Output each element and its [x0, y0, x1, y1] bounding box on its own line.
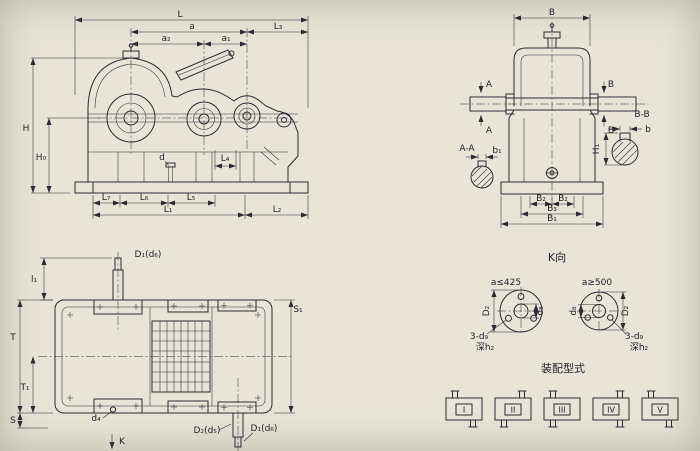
dim-label-d: d	[159, 153, 165, 163]
dim-label-B3: B₃	[547, 204, 557, 214]
side-view: L a L₃ a₂ a₁ H H₀ L₇ L₆	[23, 10, 309, 219]
dim-label-L3: L₃	[274, 22, 283, 32]
assembly-type-label: III	[558, 406, 565, 415]
dim-label-a2: a₂	[161, 34, 171, 44]
assembly-type-label: IV	[607, 406, 615, 415]
dim-label-H: H	[23, 124, 30, 134]
front-view-centerlines	[460, 22, 648, 200]
k-view-right: a≥500 d₈ D₂ 3-d₉ 深h₂	[569, 278, 649, 353]
dim-label-S1: S₁	[293, 305, 303, 315]
k-view-left: a≤425 D₂ d₈ 3-d₉ 深h₂	[470, 278, 546, 353]
assembly-type-1: I	[445, 390, 483, 428]
assembly-type-label: V	[657, 406, 663, 415]
assembly-type-2: II	[494, 390, 532, 428]
plan-view-outline	[54, 299, 273, 414]
condition-label-right: a≥500	[582, 278, 613, 288]
assembly-type-label: II	[511, 406, 516, 415]
plan-view-centerlines	[38, 252, 292, 451]
side-view-outline	[74, 57, 309, 194]
front-view: A A B B B-B b H₁	[459, 8, 651, 228]
holes-label-right: 3-d₉	[625, 332, 644, 342]
dim-label-H0: H₀	[36, 153, 47, 163]
section-title-AA: A-A	[459, 144, 475, 154]
plan-view-dimensions: D₁(d₆) l₁ T T₁ S S₁ d₄ D₂(d₅) D₁(d₆)	[9, 250, 303, 449]
dim-label-H1: H₁	[592, 143, 602, 154]
dim-label-b1: b₁	[492, 146, 502, 156]
dim-label-L: L	[177, 10, 182, 20]
dim-label-d4: d₄	[91, 414, 101, 424]
k-view-title: K向	[548, 250, 566, 264]
section-label-A-top: A	[486, 80, 493, 90]
holes-label-left: 3-d₉	[470, 332, 489, 342]
front-view-dimensions: B B₂ B₂ B₃ B₁	[500, 8, 604, 228]
section-detail-BB: B-B b H₁	[592, 110, 651, 166]
dim-label-d8-left: d₈	[536, 306, 546, 316]
dim-label-B2-right: B₂	[558, 194, 568, 204]
dim-label-L1: L₁	[164, 205, 173, 215]
dim-label-L7: L₇	[102, 193, 111, 203]
dim-label-D2-left: D₂	[482, 305, 492, 316]
side-view-dimensions: L a L₃ a₂ a₁ H H₀ L₇ L₆	[23, 10, 309, 219]
dim-label-B: B	[549, 8, 555, 18]
dim-label-B2-left: B₂	[536, 194, 546, 204]
assembly-types: 装配型式 I II III IV	[445, 361, 679, 428]
assembly-type-5: V	[641, 390, 679, 428]
front-view-outline	[469, 23, 637, 195]
assembly-title: 装配型式	[541, 361, 585, 375]
assembly-type-3: III	[543, 390, 581, 428]
dim-label-B1: B₁	[547, 214, 557, 224]
side-view-centerlines	[98, 28, 292, 155]
dim-label-d8-right: d₈	[569, 306, 579, 316]
plan-shafts	[112, 257, 244, 448]
dim-label-T: T	[9, 333, 16, 343]
section-detail-AA: A-A b₁	[459, 144, 502, 189]
bolt-marks	[67, 302, 261, 413]
dim-label-L5: L₅	[187, 193, 196, 203]
assembly-type-label: I	[463, 406, 465, 415]
condition-label-left: a≤425	[491, 278, 521, 288]
dim-label-L2: L₂	[273, 205, 282, 215]
plan-view: D₁(d₆) l₁ T T₁ S S₁ d₄ D₂(d₅) D₁(d₆)	[9, 250, 303, 451]
depth-label-left: 深h₂	[476, 342, 495, 353]
dim-label-S: S	[10, 416, 16, 426]
bearing-circles	[106, 93, 292, 143]
depth-label-right: 深h₂	[630, 342, 649, 353]
dim-label-D2-right: D₂	[621, 305, 631, 316]
section-label-B-top: B	[608, 80, 614, 90]
label-shaft-top-dia: D₁(d₆)	[135, 250, 162, 260]
view-arrow-label-K: K	[119, 437, 126, 447]
dim-label-L6: L₆	[140, 193, 149, 203]
dim-label-L4: L₄	[221, 154, 230, 164]
dim-label-a: a	[189, 22, 195, 32]
label-shaft-bottom-d1: D₁(d₆)	[251, 424, 278, 434]
section-label-B-bottom: B	[608, 126, 614, 136]
dim-label-T1: T₁	[19, 383, 29, 393]
assembly-type-4: IV	[592, 390, 630, 428]
side-view-fittings	[122, 43, 280, 182]
section-label-A-bottom: A	[486, 126, 493, 136]
dim-label-a1: a₁	[221, 34, 231, 44]
dim-label-l1: l₁	[31, 275, 38, 285]
label-shaft-bottom-d2: D₂(d₅)	[194, 426, 221, 436]
dim-label-b: b	[645, 125, 651, 135]
section-marks: A A B B	[478, 80, 614, 136]
k-view: K向 a≤425 D₂ d₈ 3-d₉ 深h₂ a≥500	[470, 250, 649, 353]
section-title-BB: B-B	[634, 110, 649, 120]
